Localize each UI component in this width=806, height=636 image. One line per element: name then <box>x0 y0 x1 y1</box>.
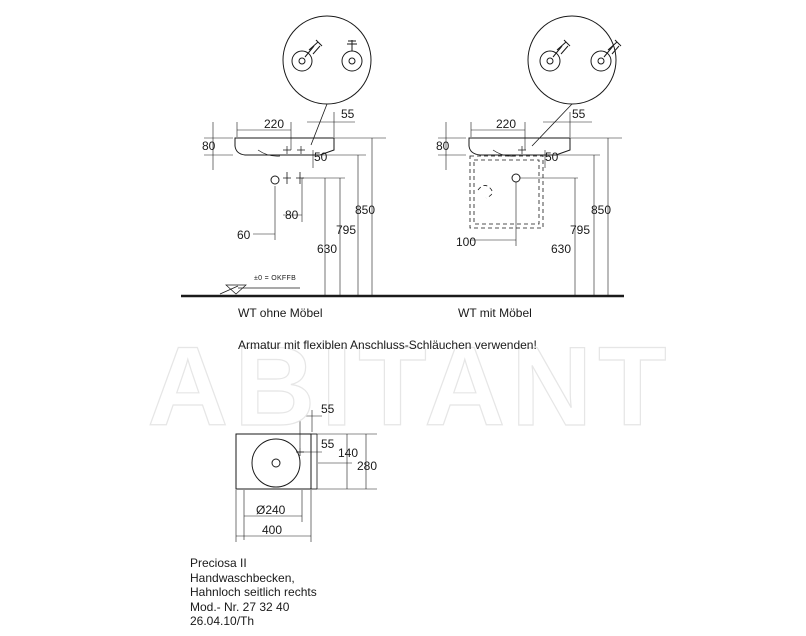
left-dim-80-height: 80 <box>202 139 216 153</box>
right-dim-100: 100 <box>456 235 477 249</box>
right-dim-55: 55 <box>572 107 586 121</box>
plan-dim-140: 140 <box>338 446 359 460</box>
plan-dim-55-top: 55 <box>321 402 335 416</box>
left-detail-circle <box>282 15 372 146</box>
plan-dim-diameter-240: Ø240 <box>256 503 286 517</box>
right-detail-circle <box>527 15 622 147</box>
left-dim-55: 55 <box>341 107 355 121</box>
product-name: Preciosa II <box>190 556 247 570</box>
left-dim-630: 630 <box>317 242 338 256</box>
left-dim-795: 795 <box>336 223 357 237</box>
left-dim-80: 80 <box>285 208 299 222</box>
product-type: Handwaschbecken, <box>190 570 295 585</box>
product-variant: Hahnloch seitlich rechts <box>190 585 317 600</box>
watermark-text: ABITANT <box>147 323 673 449</box>
right-dim-630: 630 <box>551 242 572 256</box>
plan-dim-280: 280 <box>357 459 378 473</box>
cabinet-outline <box>469 155 544 229</box>
plan-dim-400: 400 <box>262 523 283 537</box>
right-dim-850: 850 <box>591 203 612 217</box>
left-dim-50: 50 <box>314 150 328 164</box>
right-dim-80-height: 80 <box>436 139 450 153</box>
left-dim-60: 60 <box>237 228 251 242</box>
left-view-caption: WT ohne Möbel <box>238 306 323 320</box>
right-dimension-lines <box>438 112 622 295</box>
plan-dimension-lines <box>235 410 377 542</box>
installation-note: Armatur mit flexiblen Anschluss-Schläuch… <box>238 338 537 352</box>
floor-level-label: ±0 = OKFFB <box>254 275 297 282</box>
drawing-date: 26.04.10/Th <box>190 614 255 629</box>
right-dim-50: 50 <box>545 150 559 164</box>
plan-dim-55: 55 <box>321 437 335 451</box>
right-view-caption: WT mit Möbel <box>458 306 532 320</box>
title-block: Preciosa II Handwaschbecken, Hahnloch se… <box>190 556 317 629</box>
left-dim-850: 850 <box>355 203 376 217</box>
left-dimension-lines <box>204 112 386 295</box>
right-dim-220: 220 <box>496 117 517 131</box>
left-dim-220: 220 <box>264 117 285 131</box>
model-number: Mod.- Nr. 27 32 40 <box>190 599 290 614</box>
floor-level-symbol <box>219 284 300 295</box>
left-basin <box>234 137 335 185</box>
right-dim-795: 795 <box>570 223 591 237</box>
